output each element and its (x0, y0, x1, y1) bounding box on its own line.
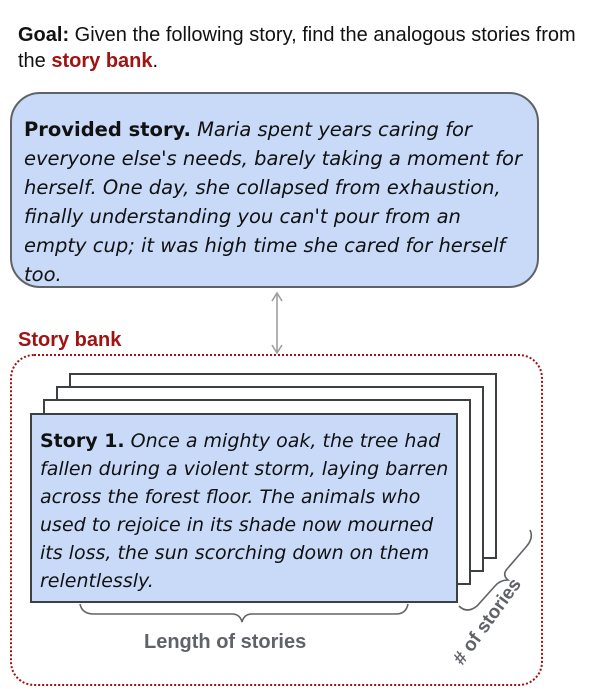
provided-story-title: Provided story. (24, 118, 191, 141)
length-brace (79, 603, 409, 623)
story-card-1: Story 1. Once a mighty oak, the tree had… (30, 413, 458, 603)
goal-statement: Goal: Given the following story, find th… (18, 22, 578, 74)
story-1-title: Story 1. (40, 430, 125, 452)
count-brace (458, 529, 533, 611)
goal-label: Goal: (18, 24, 70, 46)
goal-highlight: story bank (51, 50, 153, 72)
length-of-stories-label: Length of stories (144, 631, 307, 653)
double-arrow (271, 291, 283, 355)
story-bank-label: Story bank (18, 329, 122, 351)
story-bank-box (10, 354, 543, 686)
goal-text-end: . (152, 50, 159, 72)
provided-story-box: Provided story. Maria spent years caring… (10, 92, 539, 288)
provided-story-text: Maria spent years caring for everyone el… (24, 118, 522, 286)
story-1-text: Once a mighty oak, the tree had fallen d… (40, 430, 449, 592)
goal-text: Given the following story, find the anal… (18, 24, 576, 72)
